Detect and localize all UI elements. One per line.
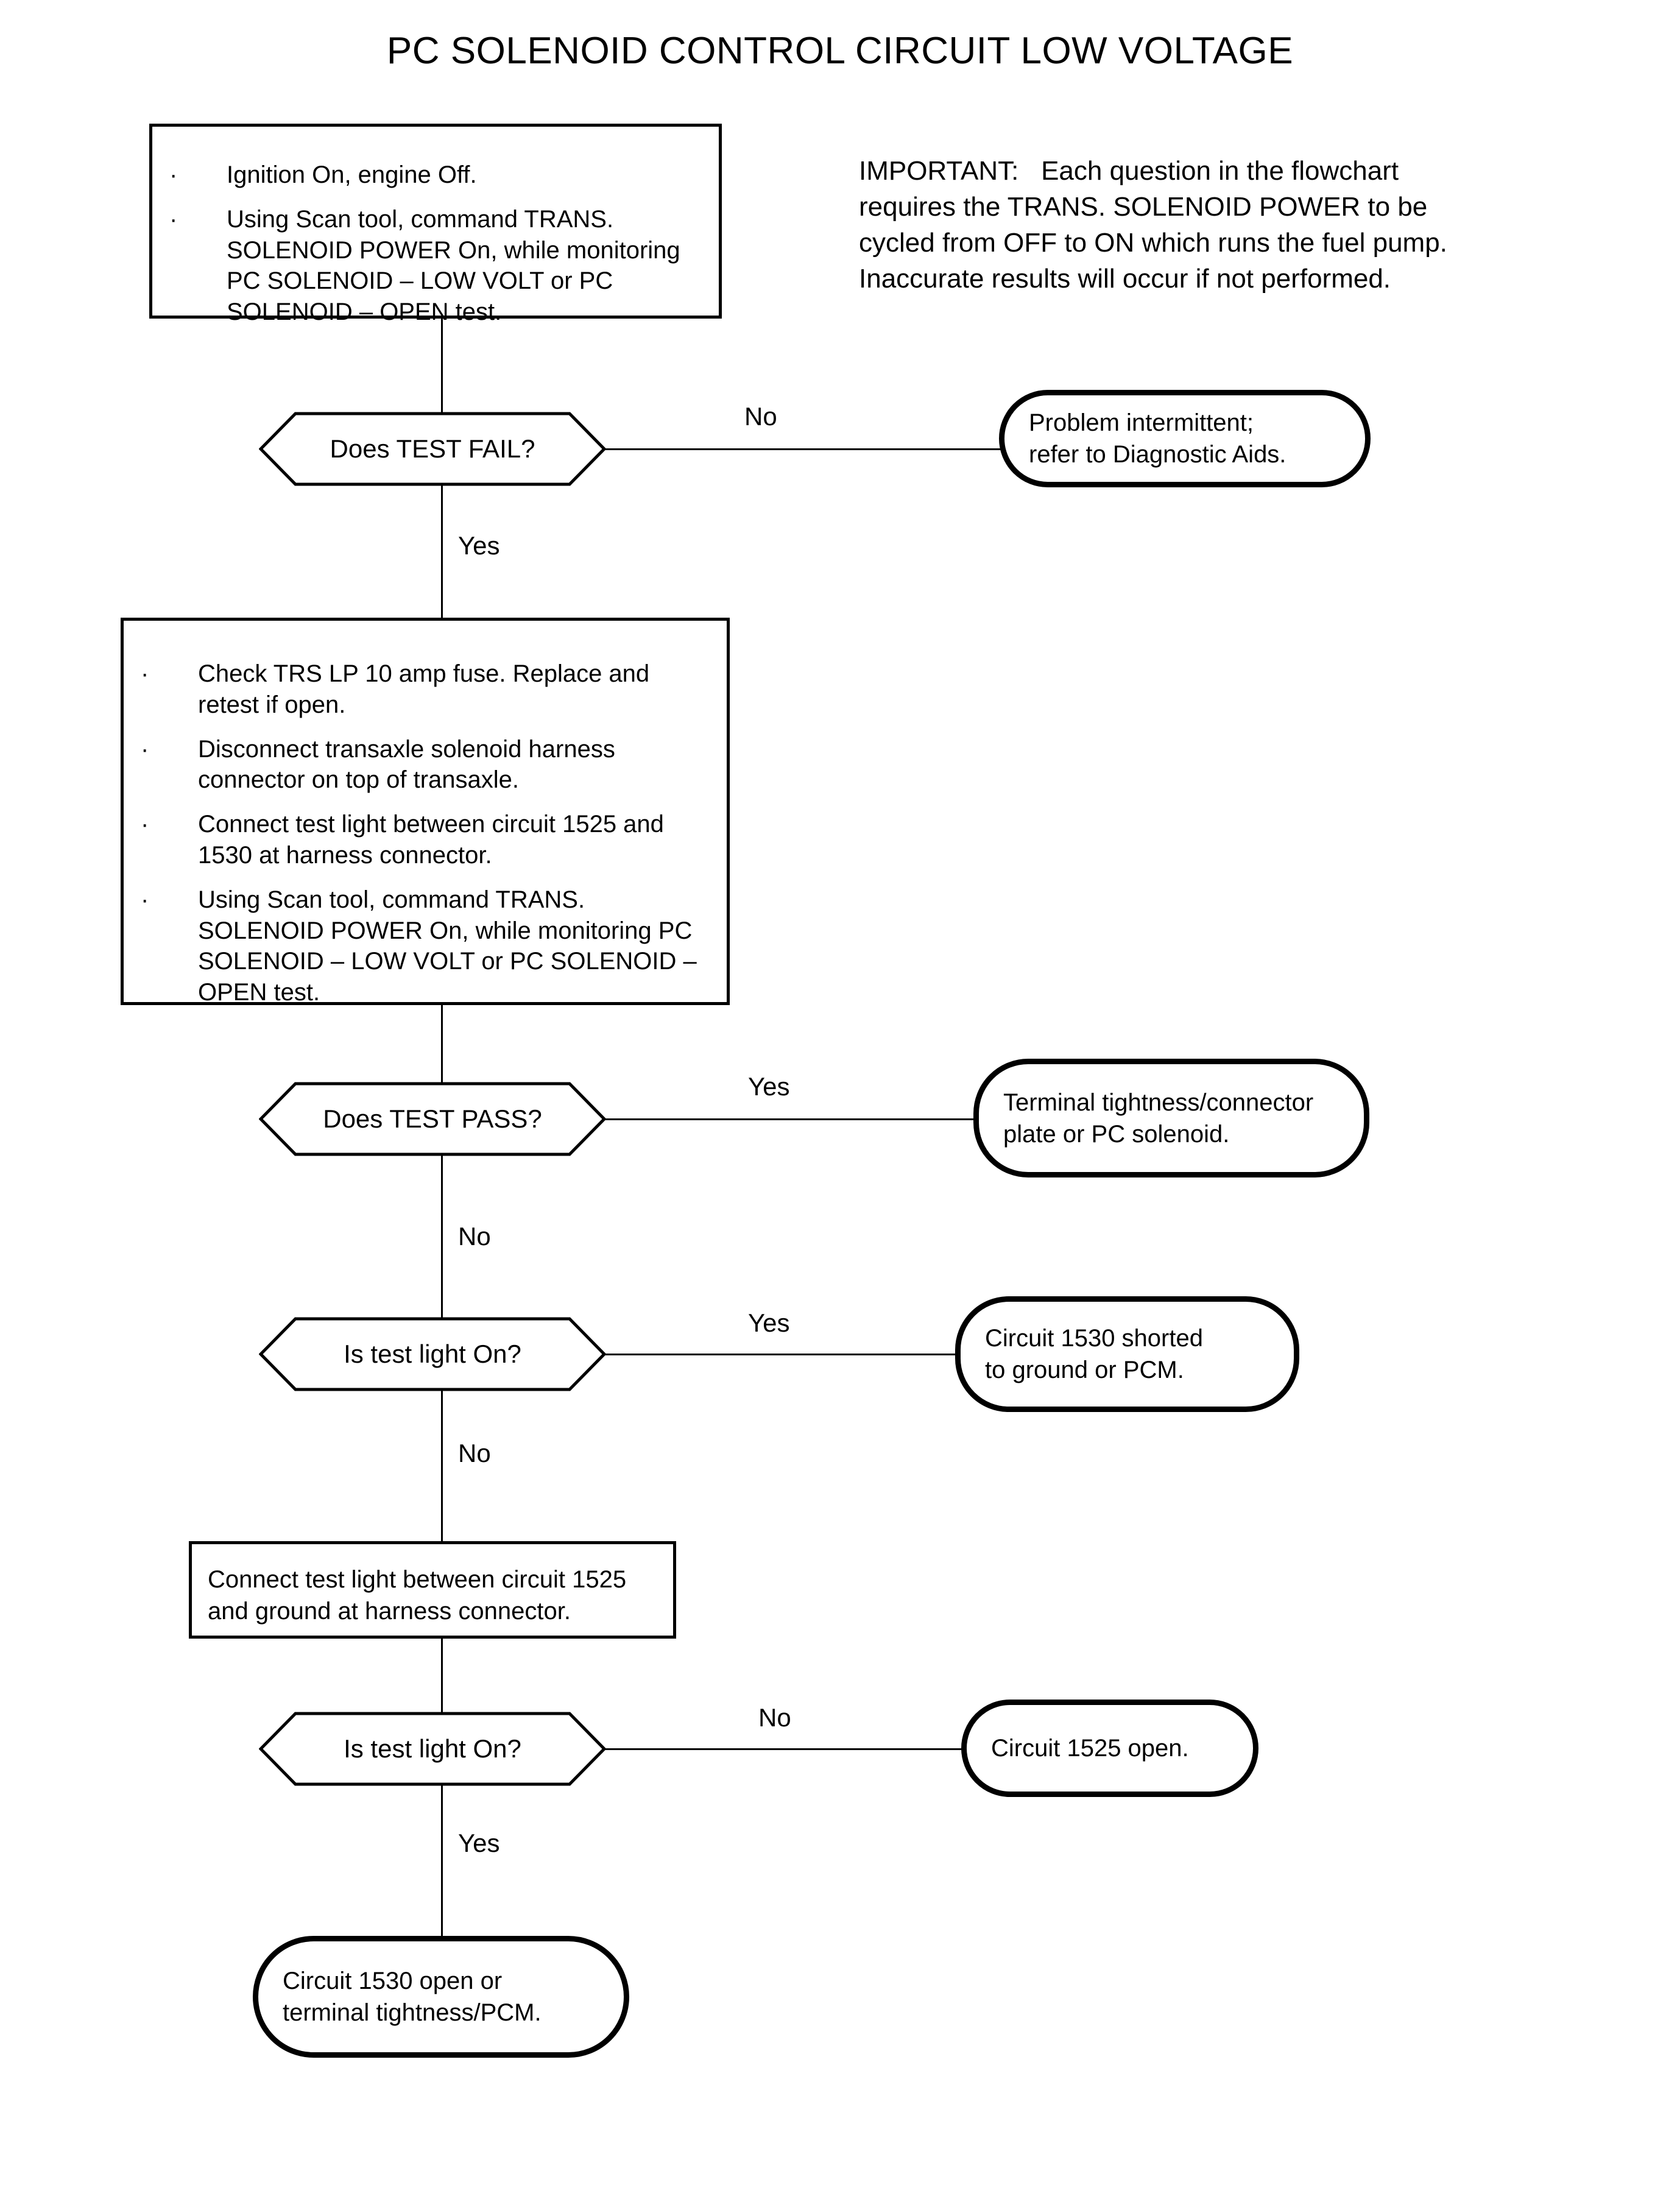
connector-d2-no [441, 1155, 443, 1318]
decision-d1-label: Does TEST FAIL? [330, 434, 535, 463]
process-box-step1: · Ignition On, engine Off. · Using Scan … [149, 124, 722, 325]
terminal-problem-intermittent: Problem intermittent; refer to Diagnosti… [999, 390, 1371, 487]
decision-d2-label: Does TEST PASS? [323, 1104, 542, 1133]
step2-bullet-4-text: Using Scan tool, command TRANS. SOLENOID… [198, 886, 697, 1006]
decision-is-test-light-on-1[interactable]: Is test light On? [259, 1317, 606, 1391]
terminal-t2-text: Terminal tightness/connector plate or PC… [1003, 1087, 1313, 1150]
hexagon-icon [259, 1317, 606, 1391]
connector-d1-no [605, 448, 1001, 450]
terminal-t5-line-1: Circuit 1530 open or [283, 1968, 503, 1994]
terminal-t3-line-1: Circuit 1530 shorted [985, 1325, 1203, 1352]
edge-label-d4-no: No [758, 1703, 791, 1732]
important-note-line-4: Inaccurate results will occur if not per… [859, 263, 1391, 294]
bullet-dot-icon: · [169, 161, 178, 188]
connector-d4-yes [441, 1785, 443, 1939]
step2-bullet-4: · Using Scan tool, command TRANS. SOLENO… [124, 884, 706, 1008]
important-note-line-1: IMPORTANT: Each question in the flowchar… [859, 156, 1399, 186]
hexagon-icon [259, 1082, 606, 1156]
step1-bullet-2-text: Using Scan tool, command TRANS. SOLENOID… [227, 205, 680, 326]
terminal-t1-line-1: Problem intermittent; [1029, 409, 1254, 436]
connector-d4-no [605, 1748, 964, 1750]
hexagon-icon [259, 1712, 606, 1786]
bullet-dot-icon: · [141, 735, 149, 763]
edge-label-d3-no: No [458, 1439, 491, 1467]
step2-bullet-2: · Disconnect transaxle solenoid harness … [124, 734, 706, 796]
connector-d1-yes [441, 485, 443, 619]
step3-text: Connect test light between circuit 1525 … [208, 1566, 627, 1625]
bullet-dot-icon: · [141, 660, 149, 687]
connector-d2-yes [605, 1118, 976, 1120]
terminal-t3-text: Circuit 1530 shorted to ground or PCM. [985, 1322, 1203, 1386]
bullet-dot-icon: · [141, 811, 149, 838]
bullet-dot-icon: · [141, 886, 149, 913]
edge-label-d2-no: No [458, 1222, 491, 1251]
page-title: PC SOLENOID CONTROL CIRCUIT LOW VOLTAGE [386, 30, 1294, 72]
terminal-terminal-tightness: Terminal tightness/connector plate or PC… [973, 1059, 1369, 1177]
edge-label-d1-yes: Yes [458, 531, 500, 560]
decision-is-test-light-on-2[interactable]: Is test light On? [259, 1712, 606, 1786]
terminal-circuit-1530-open: Circuit 1530 open or terminal tightness/… [253, 1936, 629, 2058]
terminal-t1-line-2: refer to Diagnostic Aids. [1029, 441, 1286, 468]
connector-step1-to-d1 [441, 319, 443, 413]
step1-bullet-list: · Ignition On, engine Off. · Using Scan … [152, 160, 699, 328]
step1-bullet-1: · Ignition On, engine Off. [152, 160, 699, 191]
decision-does-test-pass[interactable]: Does TEST PASS? [259, 1082, 606, 1156]
process-box-step3: Connect test light between circuit 1525 … [189, 1541, 676, 1639]
terminal-circuit-1530-shorted: Circuit 1530 shorted to ground or PCM. [955, 1296, 1299, 1412]
step2-bullet-3: · Connect test light between circuit 152… [124, 809, 706, 871]
process-box-step2: · Check TRS LP 10 amp fuse. Replace and … [121, 618, 730, 1008]
edge-label-d3-yes: Yes [748, 1308, 790, 1337]
step1-bullet-1-text: Ignition On, engine Off. [227, 161, 477, 188]
step2-bullet-3-text: Connect test light between circuit 1525 … [198, 811, 664, 869]
decision-does-test-fail[interactable]: Does TEST FAIL? [259, 412, 606, 486]
terminal-t5-text: Circuit 1530 open or terminal tightness/… [283, 1965, 542, 2028]
decision-d3-label: Is test light On? [344, 1340, 521, 1368]
terminal-t5-line-2: terminal tightness/PCM. [283, 1999, 542, 2026]
connector-d3-yes [605, 1354, 958, 1355]
step2-bullet-1: · Check TRS LP 10 amp fuse. Replace and … [124, 658, 706, 721]
terminal-t3-line-2: to ground or PCM. [985, 1357, 1184, 1383]
terminal-t2-line-1: Terminal tightness/connector [1003, 1089, 1314, 1116]
connector-step2-to-d2 [441, 1005, 443, 1083]
connector-d3-no [441, 1390, 443, 1555]
important-note: IMPORTANT: Each question in the flowchar… [859, 154, 1651, 297]
step2-bullet-2-text: Disconnect transaxle solenoid harness co… [198, 735, 615, 794]
bullet-dot-icon: · [169, 205, 178, 233]
edge-label-d4-yes: Yes [458, 1829, 500, 1857]
edge-label-d1-no: No [744, 402, 777, 431]
hexagon-icon [259, 412, 606, 486]
step2-bullet-1-text: Check TRS LP 10 amp fuse. Replace and re… [198, 660, 650, 718]
important-note-line-2: requires the TRANS. SOLENOID POWER to be [859, 191, 1428, 222]
connector-step3-to-d4 [441, 1639, 443, 1713]
terminal-circuit-1525-open: Circuit 1525 open. [961, 1700, 1258, 1797]
step1-bullet-2: · Using Scan tool, command TRANS. SOLENO… [152, 204, 699, 328]
important-note-line-3: cycled from OFF to ON which runs the fue… [859, 227, 1447, 258]
terminal-t1-text: Problem intermittent; refer to Diagnosti… [1029, 407, 1286, 470]
terminal-t4-text: Circuit 1525 open. [991, 1732, 1189, 1764]
step2-bullet-list: · Check TRS LP 10 amp fuse. Replace and … [124, 658, 706, 1008]
terminal-t4-line-1: Circuit 1525 open. [991, 1735, 1189, 1762]
decision-d4-label: Is test light On? [344, 1734, 521, 1763]
edge-label-d2-yes: Yes [748, 1072, 790, 1101]
terminal-t2-line-2: plate or PC solenoid. [1003, 1120, 1230, 1148]
